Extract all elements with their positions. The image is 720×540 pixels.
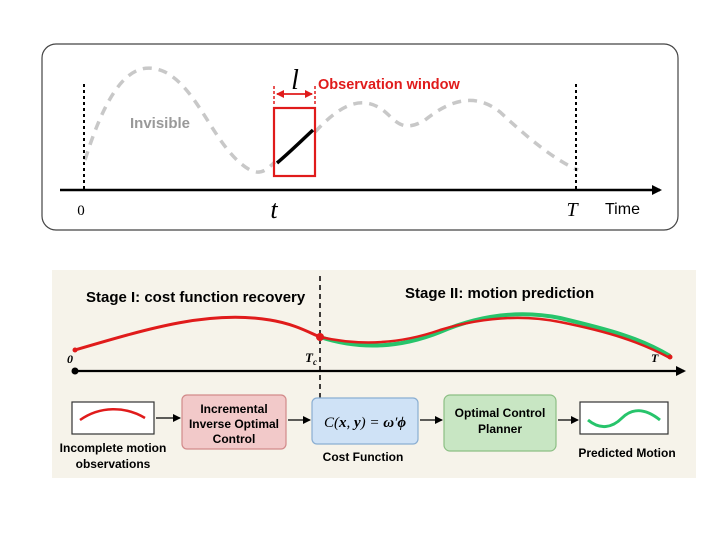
planner-box-line1: Optimal Control <box>455 406 546 420</box>
origin-label: 0 <box>67 352 73 366</box>
invisible-label: Invisible <box>130 115 190 132</box>
tc-label: Tc <box>305 350 317 367</box>
invisible-trajectory <box>83 66 579 174</box>
tc-point <box>316 333 324 341</box>
top-panel: l Observation window Invisible 0 t T Tim… <box>41 43 679 231</box>
planner-box <box>443 394 557 452</box>
cost-function-label: Cost Function <box>323 450 404 464</box>
input-motion-box <box>71 401 155 435</box>
observed-segment <box>275 128 315 165</box>
tick-label-t: t <box>270 195 278 224</box>
bottom-panel: Stage I: cost function recovery Stage II… <box>52 270 696 478</box>
tick-label-zero: 0 <box>77 203 85 219</box>
cost-function-formula: C(x, y) = ω′ϕ <box>324 415 406 431</box>
output-label: Predicted Motion <box>578 446 675 460</box>
window-length-label: l <box>291 65 299 96</box>
predicted-trajectory <box>319 312 672 358</box>
end-label: T <box>651 351 659 365</box>
stage2-title: Stage II: motion prediction <box>405 285 594 302</box>
output-motion-curve <box>587 409 661 428</box>
observation-window-label: Observation window <box>318 77 461 93</box>
tick-label-T: T <box>566 199 579 221</box>
input-label-line2: observations <box>76 457 151 471</box>
ground-truth-trajectory <box>319 316 671 360</box>
input-motion-curve <box>79 408 146 422</box>
stage1-title: Stage I: cost function recovery <box>86 289 306 306</box>
observed-trajectory <box>74 315 321 352</box>
observation-window-box <box>272 106 317 178</box>
trajectory-end-dot <box>667 354 673 360</box>
trajectory-start-dot <box>72 347 78 353</box>
bottom-axis-origin-dot <box>71 367 79 375</box>
time-axis-label: Time <box>605 201 640 218</box>
input-label-line1: Incomplete motion <box>60 441 167 455</box>
ioc-box-line3: Control <box>213 432 256 446</box>
top-panel-frame <box>41 43 679 231</box>
planner-box-line2: Planner <box>478 422 522 436</box>
ioc-box-line2: Inverse Optimal <box>189 417 279 431</box>
ioc-box-line1: Incremental <box>200 402 267 416</box>
ioc-box <box>181 394 287 450</box>
cost-function-box <box>311 397 419 445</box>
